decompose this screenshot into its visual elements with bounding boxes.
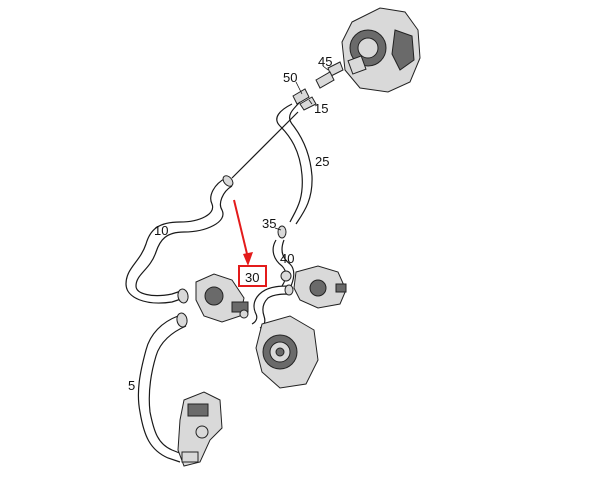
label-40: 40 xyxy=(280,251,294,266)
label-30: 30 xyxy=(245,270,259,285)
coolant-outlet-housing xyxy=(293,265,347,309)
label-5: 5 xyxy=(128,378,135,393)
hose-30-end xyxy=(284,284,294,296)
leader-lines xyxy=(274,65,329,231)
thermostat-housing xyxy=(195,273,249,323)
label-50: 50 xyxy=(283,70,297,85)
hose-10 xyxy=(125,177,233,304)
hose-5 xyxy=(137,315,187,463)
highlight-arrow xyxy=(233,199,253,266)
label-10: 10 xyxy=(154,223,168,238)
label-15: 15 xyxy=(314,101,328,116)
label-25: 25 xyxy=(315,154,329,169)
fitting-35 xyxy=(277,225,287,239)
hose-5-end xyxy=(176,312,188,328)
label-45: 45 xyxy=(318,54,332,69)
label-35: 35 xyxy=(262,216,276,231)
water-pump xyxy=(255,315,319,389)
hose-25 xyxy=(276,101,313,225)
hose-40-end xyxy=(280,270,292,282)
hose-10-end xyxy=(177,288,189,304)
highlight-box xyxy=(238,265,267,287)
hose-10-clamp xyxy=(222,175,234,187)
coolant-valve xyxy=(177,391,223,467)
vacuum-pump xyxy=(341,7,421,93)
hose-10-upper xyxy=(231,111,299,179)
